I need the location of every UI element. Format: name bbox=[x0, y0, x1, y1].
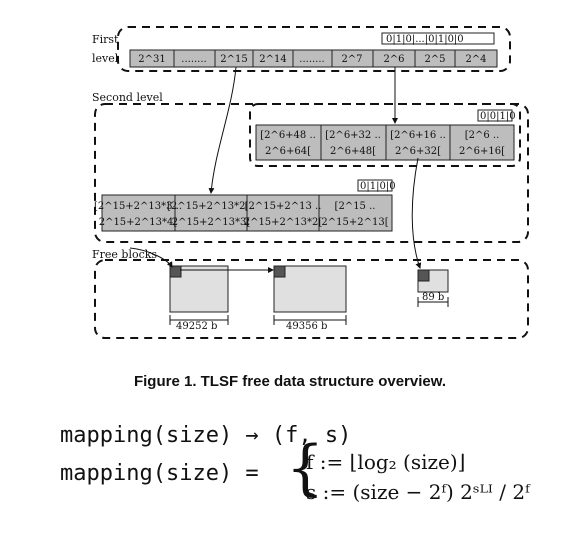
case-f: f := ⌊log₂ (size)⌋ bbox=[306, 450, 466, 474]
free-block-size-2: 49356 b bbox=[286, 321, 327, 332]
lower-second-level-row bbox=[101, 194, 393, 232]
lower-cell bbox=[101, 194, 176, 232]
case-s: s := (size − 2ᶠ) 2ˢᴸᴵ / 2ᶠ bbox=[306, 480, 530, 504]
lower-cell-range-end: 2^15+2^13*3[ bbox=[172, 217, 251, 228]
first-level-cell-label: 2^7 bbox=[341, 54, 362, 65]
free-blocks-label: Free blocks bbox=[92, 248, 157, 261]
free-block-size-3: 89 b bbox=[422, 292, 444, 303]
first-level-cell-label: 2^6 bbox=[383, 54, 404, 65]
first-level-bitmap-text: 0|1|0|...|0|1|0|0 bbox=[386, 34, 464, 45]
first-level-cell-label: 2^15 bbox=[220, 54, 247, 65]
upper-cell-range-start: [2^6+32 .. bbox=[325, 130, 381, 141]
second-level-label: Second level bbox=[92, 91, 163, 104]
free-block bbox=[273, 265, 347, 313]
upper-second-level-row bbox=[255, 124, 515, 161]
lower-cell bbox=[246, 194, 320, 232]
lower-cell-range-start: [2^15+2^13 .. bbox=[245, 201, 322, 212]
upper-cell-range-end: 2^6+16[ bbox=[459, 146, 505, 157]
first-level-cell-label: 2^4 bbox=[465, 54, 486, 65]
first-level-cell-label: ........ bbox=[299, 54, 324, 65]
first-level-cell-label: 2^5 bbox=[424, 54, 445, 65]
first-level-cell-label: 2^14 bbox=[259, 54, 286, 65]
upper-cell bbox=[449, 124, 515, 161]
lower-bitmap-text: 0|1|0|0 bbox=[360, 181, 396, 192]
lower-cell-range-end: 2^15+2^13[ bbox=[321, 217, 388, 228]
free-block-size-1: 49252 b bbox=[176, 321, 217, 332]
first-level-label-1: First bbox=[92, 33, 119, 46]
arrow-lower-to-block bbox=[129, 247, 173, 268]
upper-cell-range-end: 2^6+32[ bbox=[395, 146, 441, 157]
upper-cell-range-end: 2^6+64[ bbox=[265, 146, 311, 157]
upper-cell-range-end: 2^6+48[ bbox=[330, 146, 376, 157]
upper-cell-range-start: [2^6 .. bbox=[465, 130, 500, 141]
lower-cell bbox=[318, 194, 393, 232]
block-header bbox=[169, 265, 182, 278]
lower-bitmap bbox=[357, 179, 393, 192]
free-blocks-container bbox=[94, 259, 529, 339]
upper-cell-range-start: [2^6+16 .. bbox=[390, 130, 446, 141]
lower-cell-range-start: [2^15+2^13*3 .. bbox=[94, 201, 182, 212]
free-block-2 bbox=[273, 265, 347, 313]
cases-brace: { bbox=[286, 433, 325, 503]
first-level-bitmap bbox=[381, 32, 495, 45]
upper-bitmap-text: 0|0|1|0 bbox=[480, 111, 516, 122]
first-level-cell bbox=[454, 49, 498, 68]
first-level-row bbox=[129, 49, 498, 68]
upper-cell bbox=[320, 124, 387, 161]
formula-line-2: mapping(size) = bbox=[60, 461, 259, 486]
upper-cell bbox=[385, 124, 451, 161]
free-block-3 bbox=[417, 269, 449, 293]
lower-cell-range-start: [2^15+2^13*2 .. bbox=[167, 201, 255, 212]
upper-cell-range-start: [2^6+48 .. bbox=[260, 130, 316, 141]
formula-line-1: mapping(size) → (f, s) bbox=[60, 423, 352, 448]
figure-caption: Figure 1. TLSF free data structure overv… bbox=[133, 373, 447, 390]
lower-cell-range-start: [2^15 .. bbox=[335, 201, 376, 212]
free-block-1 bbox=[169, 265, 229, 313]
formula-cases: f := ⌊log₂ (size)⌋ s := (size − 2ᶠ) 2ˢᴸᴵ… bbox=[306, 450, 530, 504]
block-header bbox=[417, 269, 430, 282]
block-header bbox=[273, 265, 286, 278]
upper-cell bbox=[255, 124, 322, 161]
arrow-first-to-lower bbox=[208, 66, 237, 194]
arrow-upper-to-block bbox=[411, 157, 422, 269]
first-level-label-2: level bbox=[92, 52, 119, 65]
lower-cell-range-end: 2^15+2^13*2[ bbox=[244, 217, 323, 228]
first-level-container bbox=[117, 26, 511, 72]
first-level-cell-label: 2^31 bbox=[138, 54, 165, 65]
lower-cell bbox=[174, 194, 248, 232]
first-level-cell-label: ........ bbox=[181, 54, 206, 65]
upper-bitmap bbox=[477, 109, 513, 122]
lower-cell-range-end: 2^15+2^13*4[ bbox=[99, 217, 178, 228]
second-level-inner-container bbox=[249, 103, 521, 167]
